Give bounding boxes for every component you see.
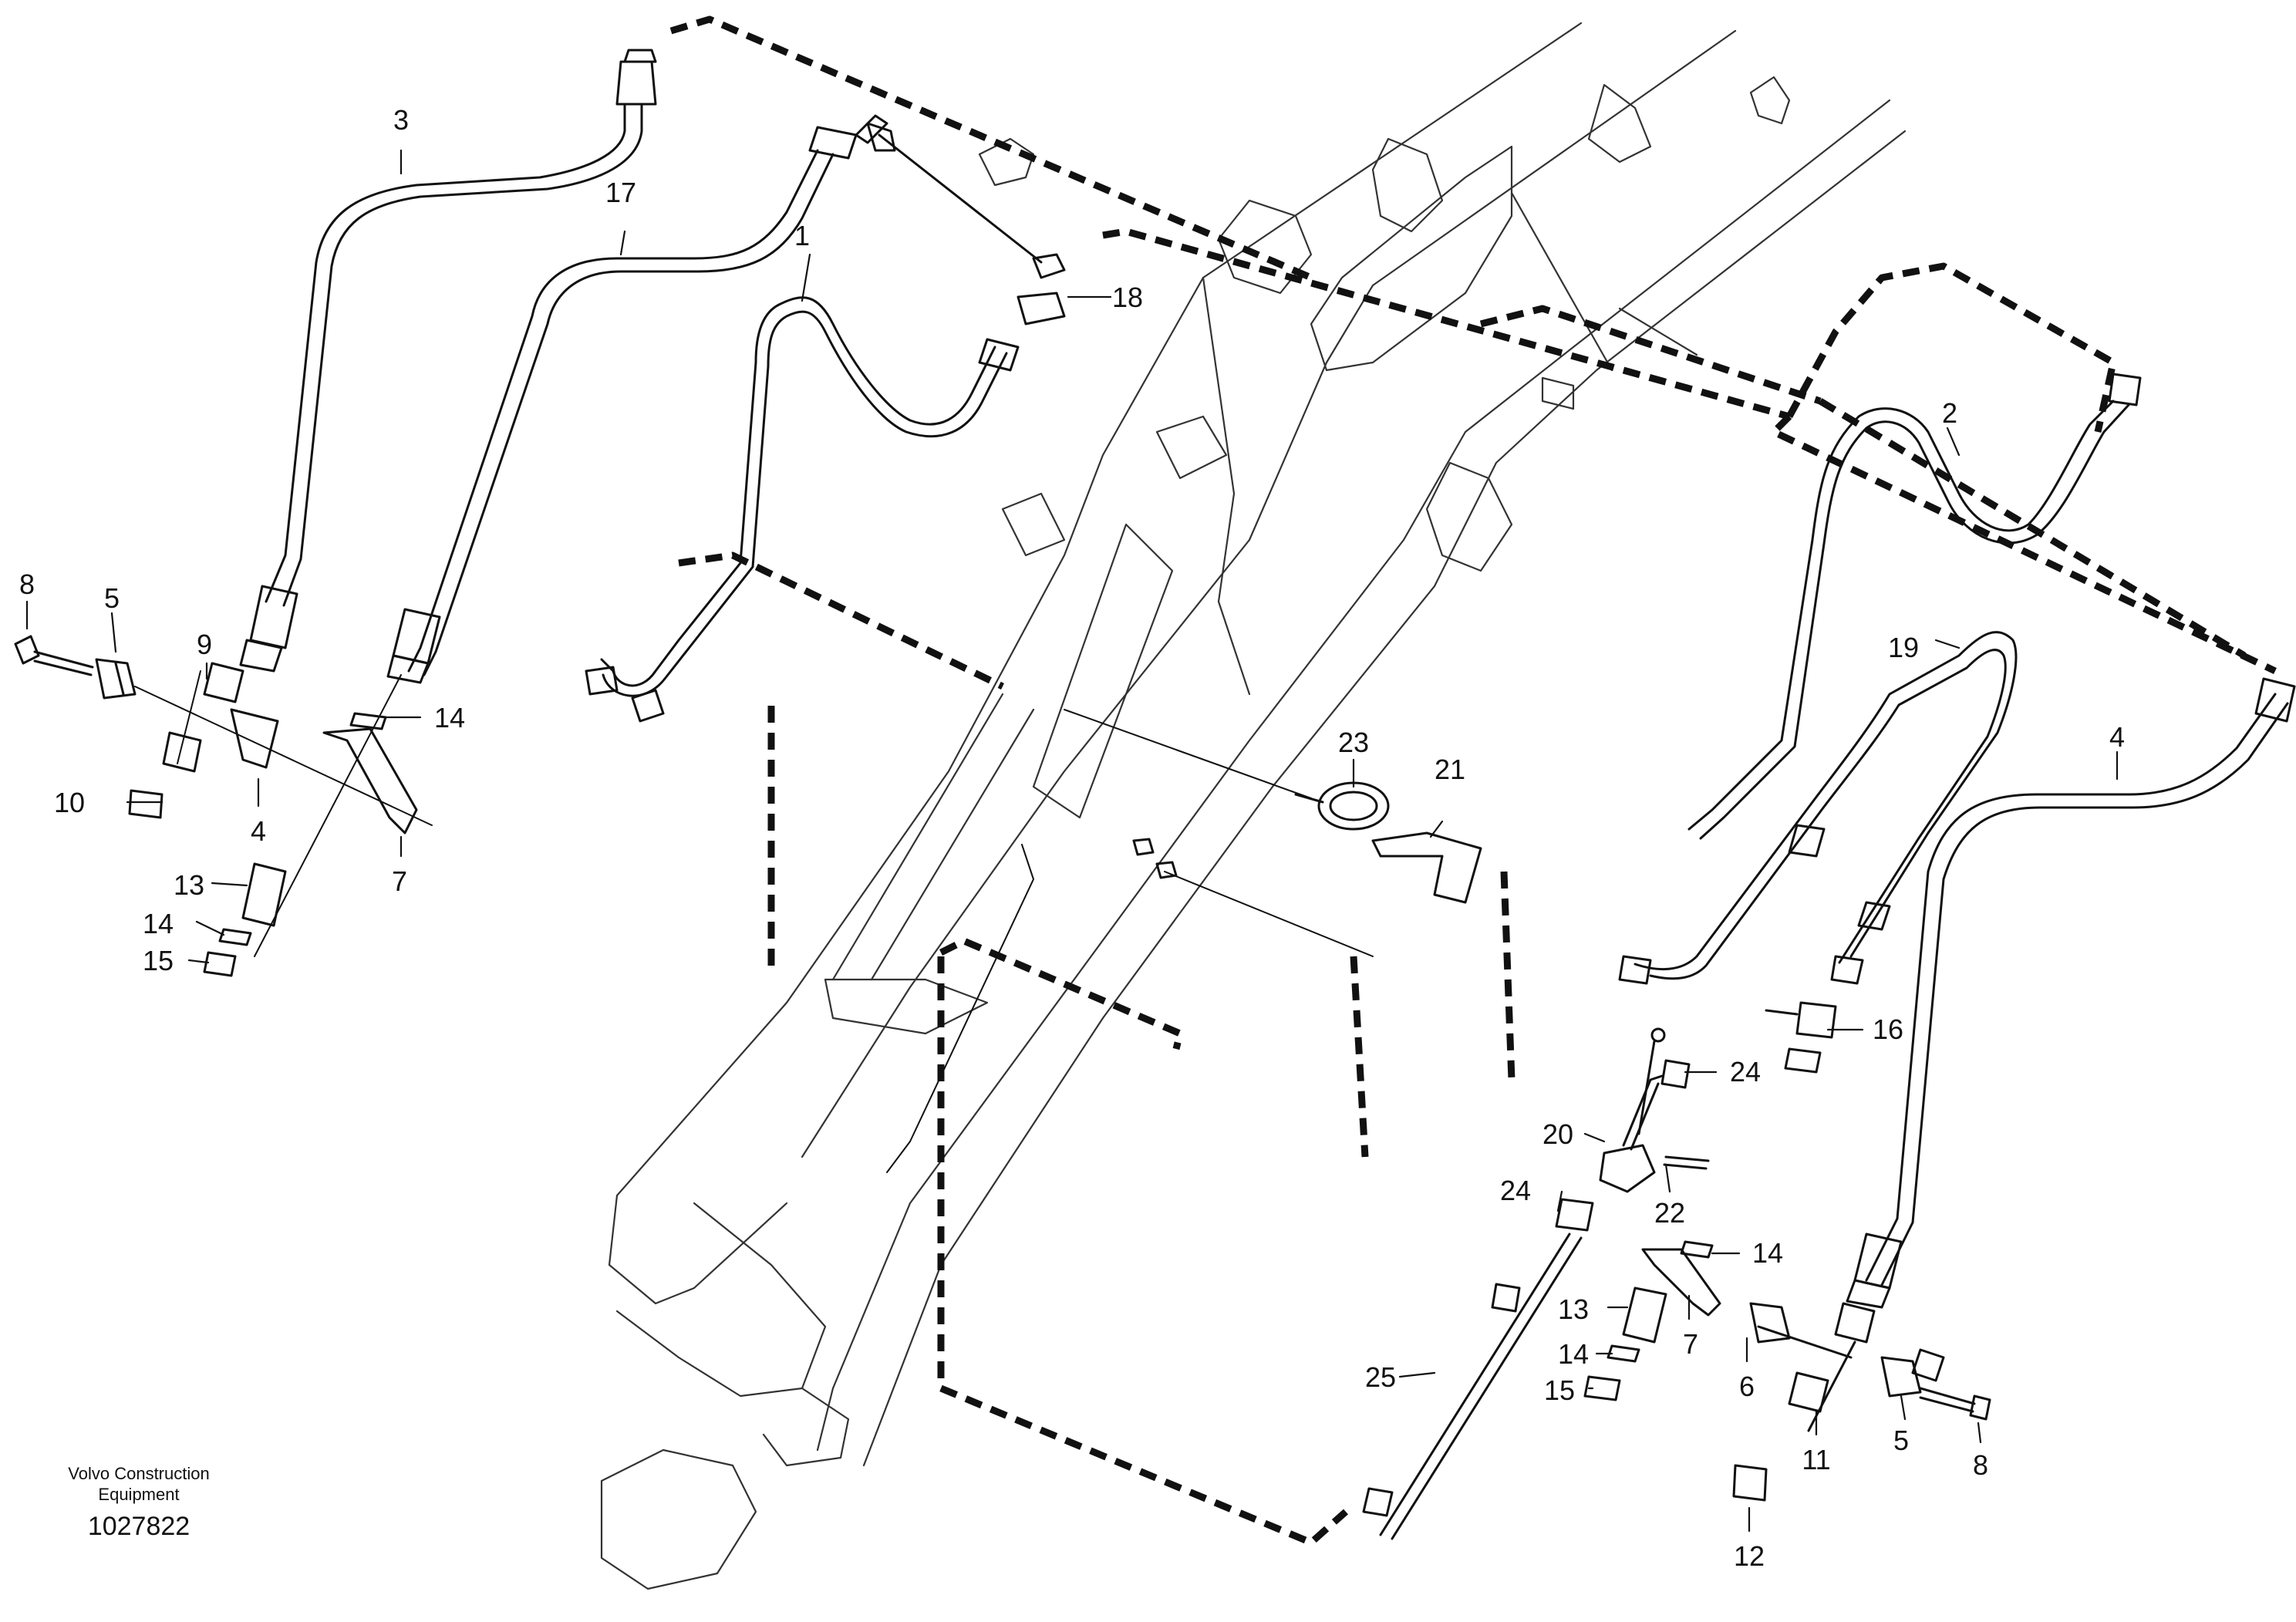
callout-1: 1 (794, 220, 810, 251)
bolt-8-left[interactable] (14, 635, 94, 676)
callout-7-left: 7 (392, 865, 407, 897)
callout-21: 21 (1435, 754, 1465, 785)
callout-2: 2 (1942, 397, 1957, 429)
hose-1-fitting[interactable] (978, 338, 1020, 372)
callout-24-lower: 24 (1500, 1175, 1531, 1206)
callout-12: 12 (1734, 1540, 1765, 1572)
callout-25: 25 (1365, 1361, 1396, 1393)
screw-22[interactable] (1663, 1155, 1710, 1170)
caption-line-1: Volvo Construction (68, 1464, 209, 1483)
hose-3-fitting-top[interactable] (615, 49, 657, 106)
washer-14-left[interactable] (218, 928, 252, 946)
callout-10: 10 (54, 787, 85, 818)
fitting-13-left[interactable] (241, 862, 287, 927)
callout-8-right: 8 (1973, 1449, 1988, 1481)
hose-19[interactable] (1633, 631, 2018, 980)
hose-2[interactable] (1687, 400, 2130, 840)
hose-route-dashes (669, 15, 2277, 1546)
bracket-21[interactable] (1371, 831, 1482, 904)
caption-line-2: Equipment (98, 1485, 179, 1504)
tee-fitting-16[interactable] (1765, 1001, 1837, 1074)
callout-15-right: 15 (1544, 1374, 1575, 1406)
callout-14-right-top: 14 (1752, 1237, 1783, 1269)
hose-1-loop-ends[interactable] (585, 666, 665, 723)
clamp-6[interactable] (1749, 1302, 1791, 1344)
callout-13-left: 13 (174, 869, 204, 901)
callout-3: 3 (393, 104, 409, 136)
plate-4-right[interactable] (1911, 1348, 1945, 1382)
callout-11: 11 (1802, 1444, 1830, 1475)
nut-12[interactable] (1732, 1464, 1768, 1502)
hose-2-fitting[interactable] (2108, 373, 2142, 406)
callout-9: 9 (197, 629, 212, 660)
caption-number: 1027822 (88, 1512, 190, 1541)
callout-4-left: 4 (251, 815, 266, 847)
hose-4-fitting-bottom[interactable] (1846, 1233, 1903, 1309)
callout-23: 23 (1338, 727, 1369, 758)
hose-17-fitting-top[interactable] (808, 114, 896, 160)
callout-22: 22 (1654, 1197, 1685, 1229)
callout-8-left: 8 (19, 568, 35, 600)
hose-3[interactable] (265, 103, 643, 607)
callout-5-right: 5 (1893, 1425, 1909, 1456)
bracket-7-right[interactable] (1641, 1248, 1721, 1317)
fitting-24-upper[interactable] (1660, 1059, 1691, 1089)
callout-20: 20 (1542, 1118, 1573, 1150)
plate-4-left[interactable] (230, 708, 279, 769)
clamp-23[interactable] (1294, 781, 1390, 831)
figure-caption: Volvo Construction Equipment 1027822 (68, 1464, 209, 1541)
callout-13-right: 13 (1558, 1293, 1589, 1325)
hose-17-fitting-bottom[interactable] (386, 608, 441, 684)
callout-19: 19 (1888, 632, 1919, 663)
callout-labels: 1 2 3 4 4 5 5 6 7 7 8 8 9 10 11 12 13 13… (19, 104, 2125, 1572)
boom-arm-outline (600, 22, 1907, 1590)
callout-14-mid: 14 (434, 702, 465, 733)
reference-lines-center (886, 709, 1374, 1173)
callout-15-left: 15 (143, 945, 174, 976)
clamp-5-left[interactable] (95, 658, 137, 700)
callout-17: 17 (605, 177, 636, 208)
nut-10[interactable] (128, 789, 164, 819)
callout-16: 16 (1873, 1013, 1903, 1045)
line-9 (134, 670, 433, 826)
hose-4-right[interactable] (1865, 693, 2289, 1286)
callout-18: 18 (1112, 282, 1143, 313)
clamp-5-right[interactable] (1880, 1356, 1922, 1398)
callout-5-left: 5 (104, 582, 120, 614)
tee-fitting-18[interactable] (878, 133, 1066, 325)
cap-15-right[interactable] (1583, 1375, 1621, 1401)
hose-17[interactable] (407, 149, 834, 676)
hose-4-fitting-top[interactable] (2254, 677, 2296, 723)
bracket-7-left[interactable] (322, 727, 418, 835)
fitting-13-right[interactable] (1622, 1286, 1667, 1344)
hose-25[interactable] (1362, 1233, 1583, 1540)
callout-4-right: 4 (2109, 721, 2125, 753)
plug-pair[interactable] (1132, 838, 1178, 879)
fitting-24-lower[interactable] (1555, 1198, 1594, 1232)
hose-1[interactable] (600, 296, 1008, 697)
cap-15-left[interactable] (203, 951, 237, 977)
hose-3-fitting-bottom[interactable] (239, 585, 298, 673)
callout-14-left: 14 (143, 908, 174, 939)
callout-7-right: 7 (1683, 1328, 1698, 1360)
line-13 (254, 674, 402, 957)
leader-lines (25, 149, 2119, 1533)
bolt-8-right[interactable] (1919, 1387, 1991, 1421)
hose-19-ends[interactable] (1618, 824, 1891, 985)
callout-24-upper: 24 (1730, 1056, 1761, 1088)
callout-14-right-bottom: 14 (1558, 1338, 1589, 1370)
callout-6: 6 (1739, 1371, 1755, 1402)
washer-14-mid[interactable] (349, 712, 387, 730)
ball-valve-20[interactable] (1599, 1027, 1666, 1193)
sleeve-9[interactable] (162, 662, 244, 773)
